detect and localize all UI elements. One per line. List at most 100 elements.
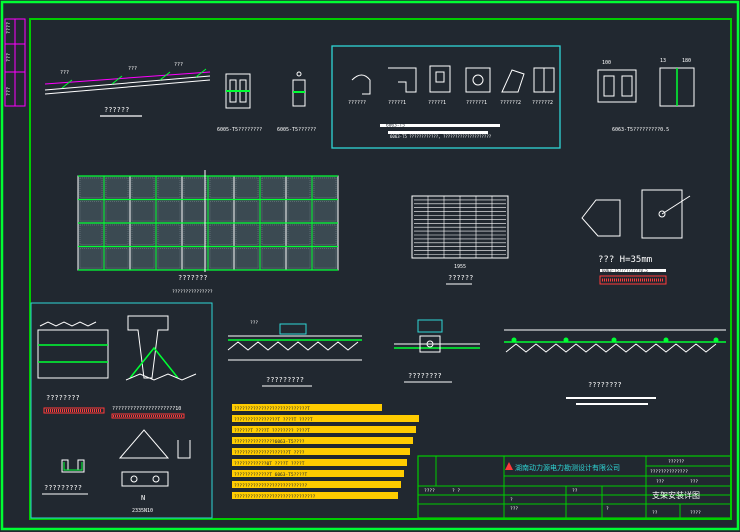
inset-subcaption: ?????????????????????10 <box>112 406 181 412</box>
small-profile-dim-3: 180 <box>682 58 691 64</box>
note-line: ????????????????T ????T ????T <box>234 417 313 423</box>
small-profile-dim-2: 13 <box>660 58 666 64</box>
title-block: 湖南动力源电力勘测设计有限公司 支架安装详图 ?????? ??????????… <box>417 455 732 519</box>
rail-dim-1: ??? <box>60 70 69 76</box>
panel-cell <box>157 248 181 269</box>
panel-cell <box>183 177 207 198</box>
panel-plan-caption: ??????? <box>178 274 208 282</box>
panel-cell <box>183 201 207 222</box>
panel-cell <box>183 248 207 269</box>
clamp-label-2: ?????1 <box>388 100 406 106</box>
clamp-label-4: ??????1 <box>466 100 487 106</box>
tb-row-6: ? <box>606 506 609 512</box>
note-line-highlight <box>232 415 419 422</box>
note-line-highlight <box>232 492 398 499</box>
module-grid-caption: ?????? <box>448 274 473 282</box>
panel-cell <box>261 177 285 198</box>
panel-cell <box>183 224 207 245</box>
side-tab-label-1: ???? <box>6 22 12 34</box>
panel-cell <box>131 201 155 222</box>
clamp-label-6: ??????2 <box>532 100 553 106</box>
panel-cell <box>261 248 285 269</box>
panel-cell <box>105 177 129 198</box>
small-profile-dim-1: 100 <box>602 60 611 66</box>
panel-cell <box>131 224 155 245</box>
panel-cell <box>209 177 233 198</box>
panel-cell <box>261 224 285 245</box>
panel-cell <box>105 224 129 245</box>
side-tab-label-2: ??? <box>6 53 12 62</box>
long-section-detail: ???????? <box>504 329 726 405</box>
note-line-highlight <box>232 426 416 433</box>
panel-cell <box>79 177 103 198</box>
panel-plan-subcaption: ??????????????? <box>172 289 213 295</box>
panel-cell <box>157 201 181 222</box>
panel-cell <box>287 177 311 198</box>
n-bracket-caption: N <box>141 494 145 502</box>
notes-block: ???????????????????????????T????????????… <box>232 404 419 500</box>
note-line: ????????????0T ????T ????T <box>234 461 305 467</box>
tb-row-3: ? <box>510 497 513 503</box>
note-line-highlight <box>232 481 401 488</box>
rail-dim-3: ??? <box>174 62 183 68</box>
inset-panel: ???????? ?????????????????????10 ???????… <box>30 302 213 519</box>
panel-plan-detail: ??????? ??????????????? <box>77 170 339 295</box>
anchor-bolt-subcaption: 6063-T5?????????0.5 <box>602 268 648 273</box>
company-name: 湖南动力源电力勘测设计有限公司 <box>515 463 620 472</box>
panel-cell <box>313 224 337 245</box>
panel-cell <box>131 177 155 198</box>
note-line: ???????????????6063-T5???? <box>234 439 305 445</box>
note-line: ?????????????????????????????? <box>234 494 316 500</box>
panel-cell <box>105 248 129 269</box>
inner-frame <box>29 18 732 520</box>
clamp-group-detail: ?????? ?????1 ?????1 ??????1 ??????2 ???… <box>331 45 561 149</box>
panel-cell <box>209 248 233 269</box>
panel-cell <box>79 201 103 222</box>
panel-cell <box>287 248 311 269</box>
company-logo-icon <box>505 462 513 470</box>
side-tab: ???? ??? ??? <box>4 18 26 107</box>
profile-b-detail: 6005-T5?????? <box>277 71 316 133</box>
mid-section-a: ??? ????????? <box>227 320 362 387</box>
inset-caption: ???????? <box>46 394 80 402</box>
small-profile-detail: 100 13 180 6063-T5?????????0.5 <box>597 58 695 133</box>
panel-cell <box>235 177 259 198</box>
note-line-highlight <box>232 404 382 411</box>
module-grid-dim: 1955 <box>454 264 466 270</box>
note-line: ??????????????????????????? <box>234 483 307 489</box>
profile-b-caption: 6005-T5?????? <box>277 127 316 133</box>
tb-row-5: ?? <box>572 488 578 494</box>
panel-cell <box>235 248 259 269</box>
tb-field-5: ???? <box>690 510 701 516</box>
long-section-caption: ???????? <box>588 381 622 389</box>
panel-cell <box>79 224 103 245</box>
mid-section-b: ???????? <box>394 319 480 383</box>
panel-cell <box>235 201 259 222</box>
note-line-highlight <box>232 470 404 477</box>
clamp-label-1: ?????? <box>348 100 366 106</box>
n-bracket-subcaption: 2335N10 <box>132 508 153 514</box>
module-grid-detail: 1955 ?????? <box>411 195 509 285</box>
tb-sheet-no: ?? <box>652 510 658 516</box>
note-line: ????????????????????T ???? <box>234 450 305 456</box>
panel-cell <box>209 201 233 222</box>
tb-field-1: ?????? <box>668 459 685 465</box>
rail-dim-2: ??? <box>128 66 137 72</box>
clamp-label-3: ?????1 <box>428 100 446 106</box>
note-line-highlight <box>232 459 407 466</box>
panel-cell <box>313 248 337 269</box>
ridge-label: ??? <box>250 320 258 326</box>
tb-field-3: ??? <box>656 479 664 485</box>
panel-cell <box>157 177 181 198</box>
anchor-bolt-detail: ??? H=35mm 6063-T5?????????0.5 <box>581 189 691 285</box>
panel-cell <box>313 201 337 222</box>
drawing-title: 支架安装详图 <box>652 490 700 500</box>
anchor-bolt-caption: ??? H=35mm <box>598 255 652 265</box>
panel-cell <box>105 201 129 222</box>
tb-field-4: ??? <box>690 479 698 485</box>
panel-cell <box>261 201 285 222</box>
panel-cell <box>79 248 103 269</box>
rail-section-detail: ??? ??? ??? ?????? <box>44 62 211 117</box>
panel-cell <box>287 224 311 245</box>
